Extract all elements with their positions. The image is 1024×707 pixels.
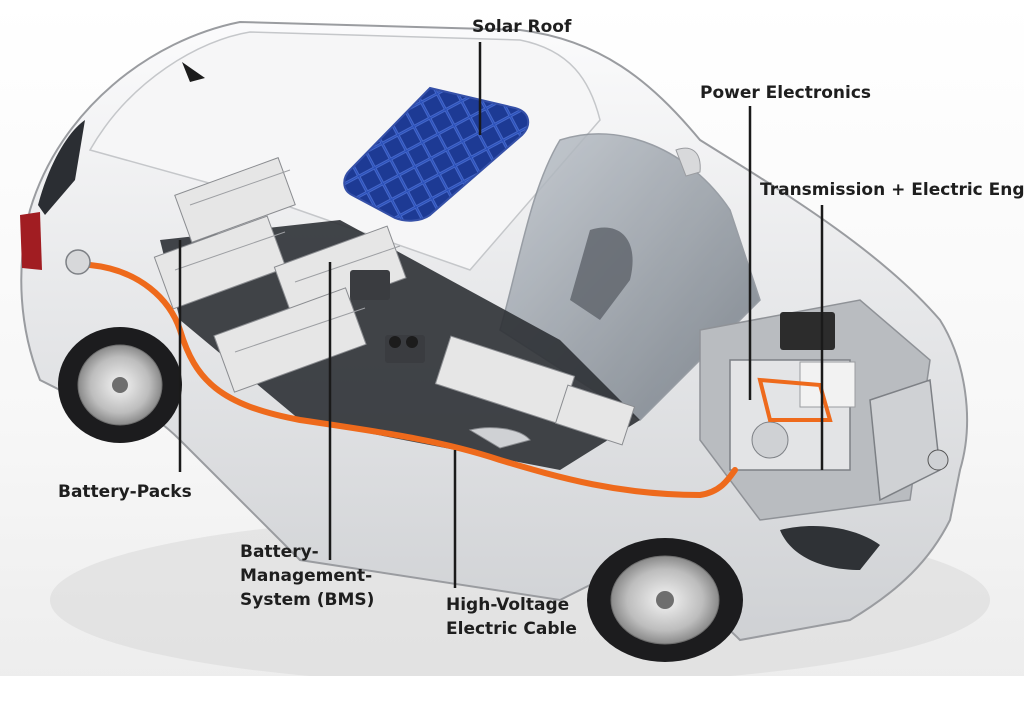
battery-packs (153, 157, 636, 446)
roof-antenna (182, 62, 205, 82)
tail-light (20, 212, 42, 270)
battery-cell-lines (174, 169, 401, 353)
label-high-voltage-cable: High-Voltage Electric Cable (446, 595, 577, 639)
high-voltage-cable (87, 262, 738, 499)
bms-modules (350, 270, 425, 363)
driver-seat (570, 227, 633, 320)
rear-wheel (58, 327, 182, 443)
roof-surface (88, 31, 601, 271)
label-battery-packs: Battery-Packs (58, 482, 192, 502)
solar-roof-panel (343, 86, 530, 222)
headlight (780, 525, 880, 570)
door-handle (468, 427, 531, 449)
label-transmission-electric-engine: Transmission + Electric Engi (760, 180, 1024, 200)
brand-badge (927, 449, 949, 471)
label-power-electronics: Power Electronics (700, 83, 872, 103)
bottom-margin (0, 676, 1024, 707)
charging-port (65, 249, 91, 275)
front-wheel (587, 538, 743, 662)
leader-lines (178, 42, 824, 588)
rear-window (38, 120, 85, 215)
label-battery-management-system: Battery- Management- System (BMS) (240, 542, 375, 610)
label-solar-roof: Solar Roof (472, 17, 572, 37)
power-electronics-unit (729, 312, 856, 471)
side-mirror (675, 147, 701, 177)
